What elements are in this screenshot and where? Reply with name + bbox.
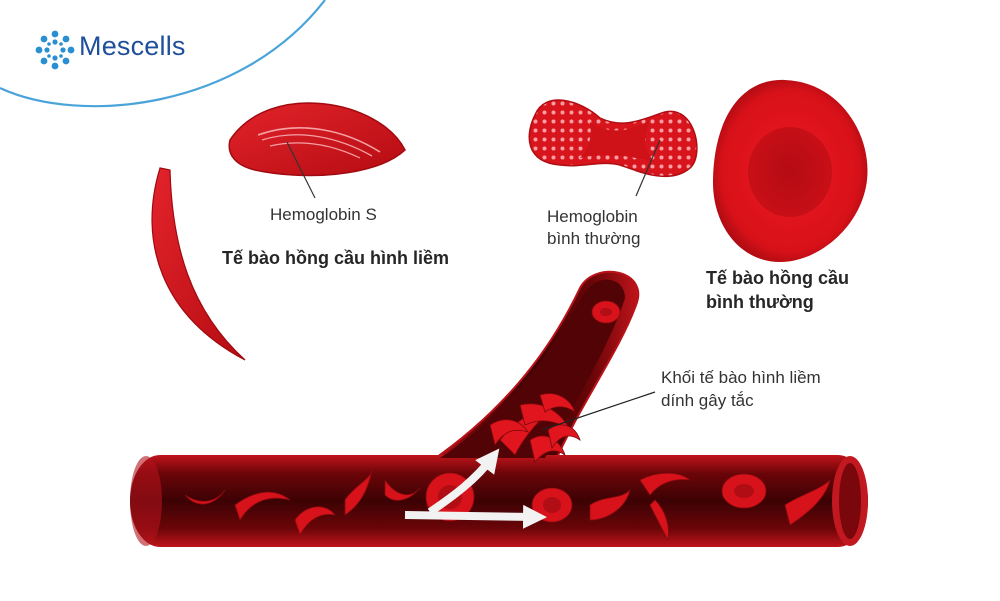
sickle-cell-hemoglobin-s bbox=[228, 102, 406, 177]
normal-cell-title-2: bình thường bbox=[706, 292, 814, 312]
brand-name: Mescells bbox=[79, 31, 186, 61]
mescells-logo-icon bbox=[35, 30, 75, 70]
sickle-cell-blockage bbox=[489, 393, 581, 463]
normal-cell-title-1: Tế bào hồng cầu bbox=[706, 268, 850, 288]
flow-arrow-branch-icon bbox=[427, 448, 500, 516]
blockage-pointer bbox=[541, 391, 656, 431]
flow-arrow-main-icon bbox=[404, 504, 547, 529]
brand-arc bbox=[0, 0, 326, 108]
hemoglobin-s-label: Hemoglobin S bbox=[270, 205, 377, 224]
hemoglobin-normal-label-2: bình thường bbox=[547, 229, 641, 248]
blockage-label-1: Khối tế bào hình liềm bbox=[661, 368, 821, 387]
blockage-label-2: dính gây tắc bbox=[661, 391, 754, 410]
normal-cell-cross-section bbox=[528, 99, 698, 178]
hemoglobin-normal-label-1: Hemoglobin bbox=[547, 207, 638, 226]
normal-red-blood-cell bbox=[712, 79, 868, 262]
sickle-cell-large bbox=[151, 167, 246, 361]
blood-vessel bbox=[130, 270, 868, 547]
flow-arrows bbox=[404, 448, 547, 529]
hemoglobin-normal-pointer bbox=[635, 139, 661, 197]
sickle-cell-title: Tế bào hồng cầu hình liềm bbox=[222, 248, 450, 268]
hemoglobin-s-pointer bbox=[286, 141, 316, 199]
